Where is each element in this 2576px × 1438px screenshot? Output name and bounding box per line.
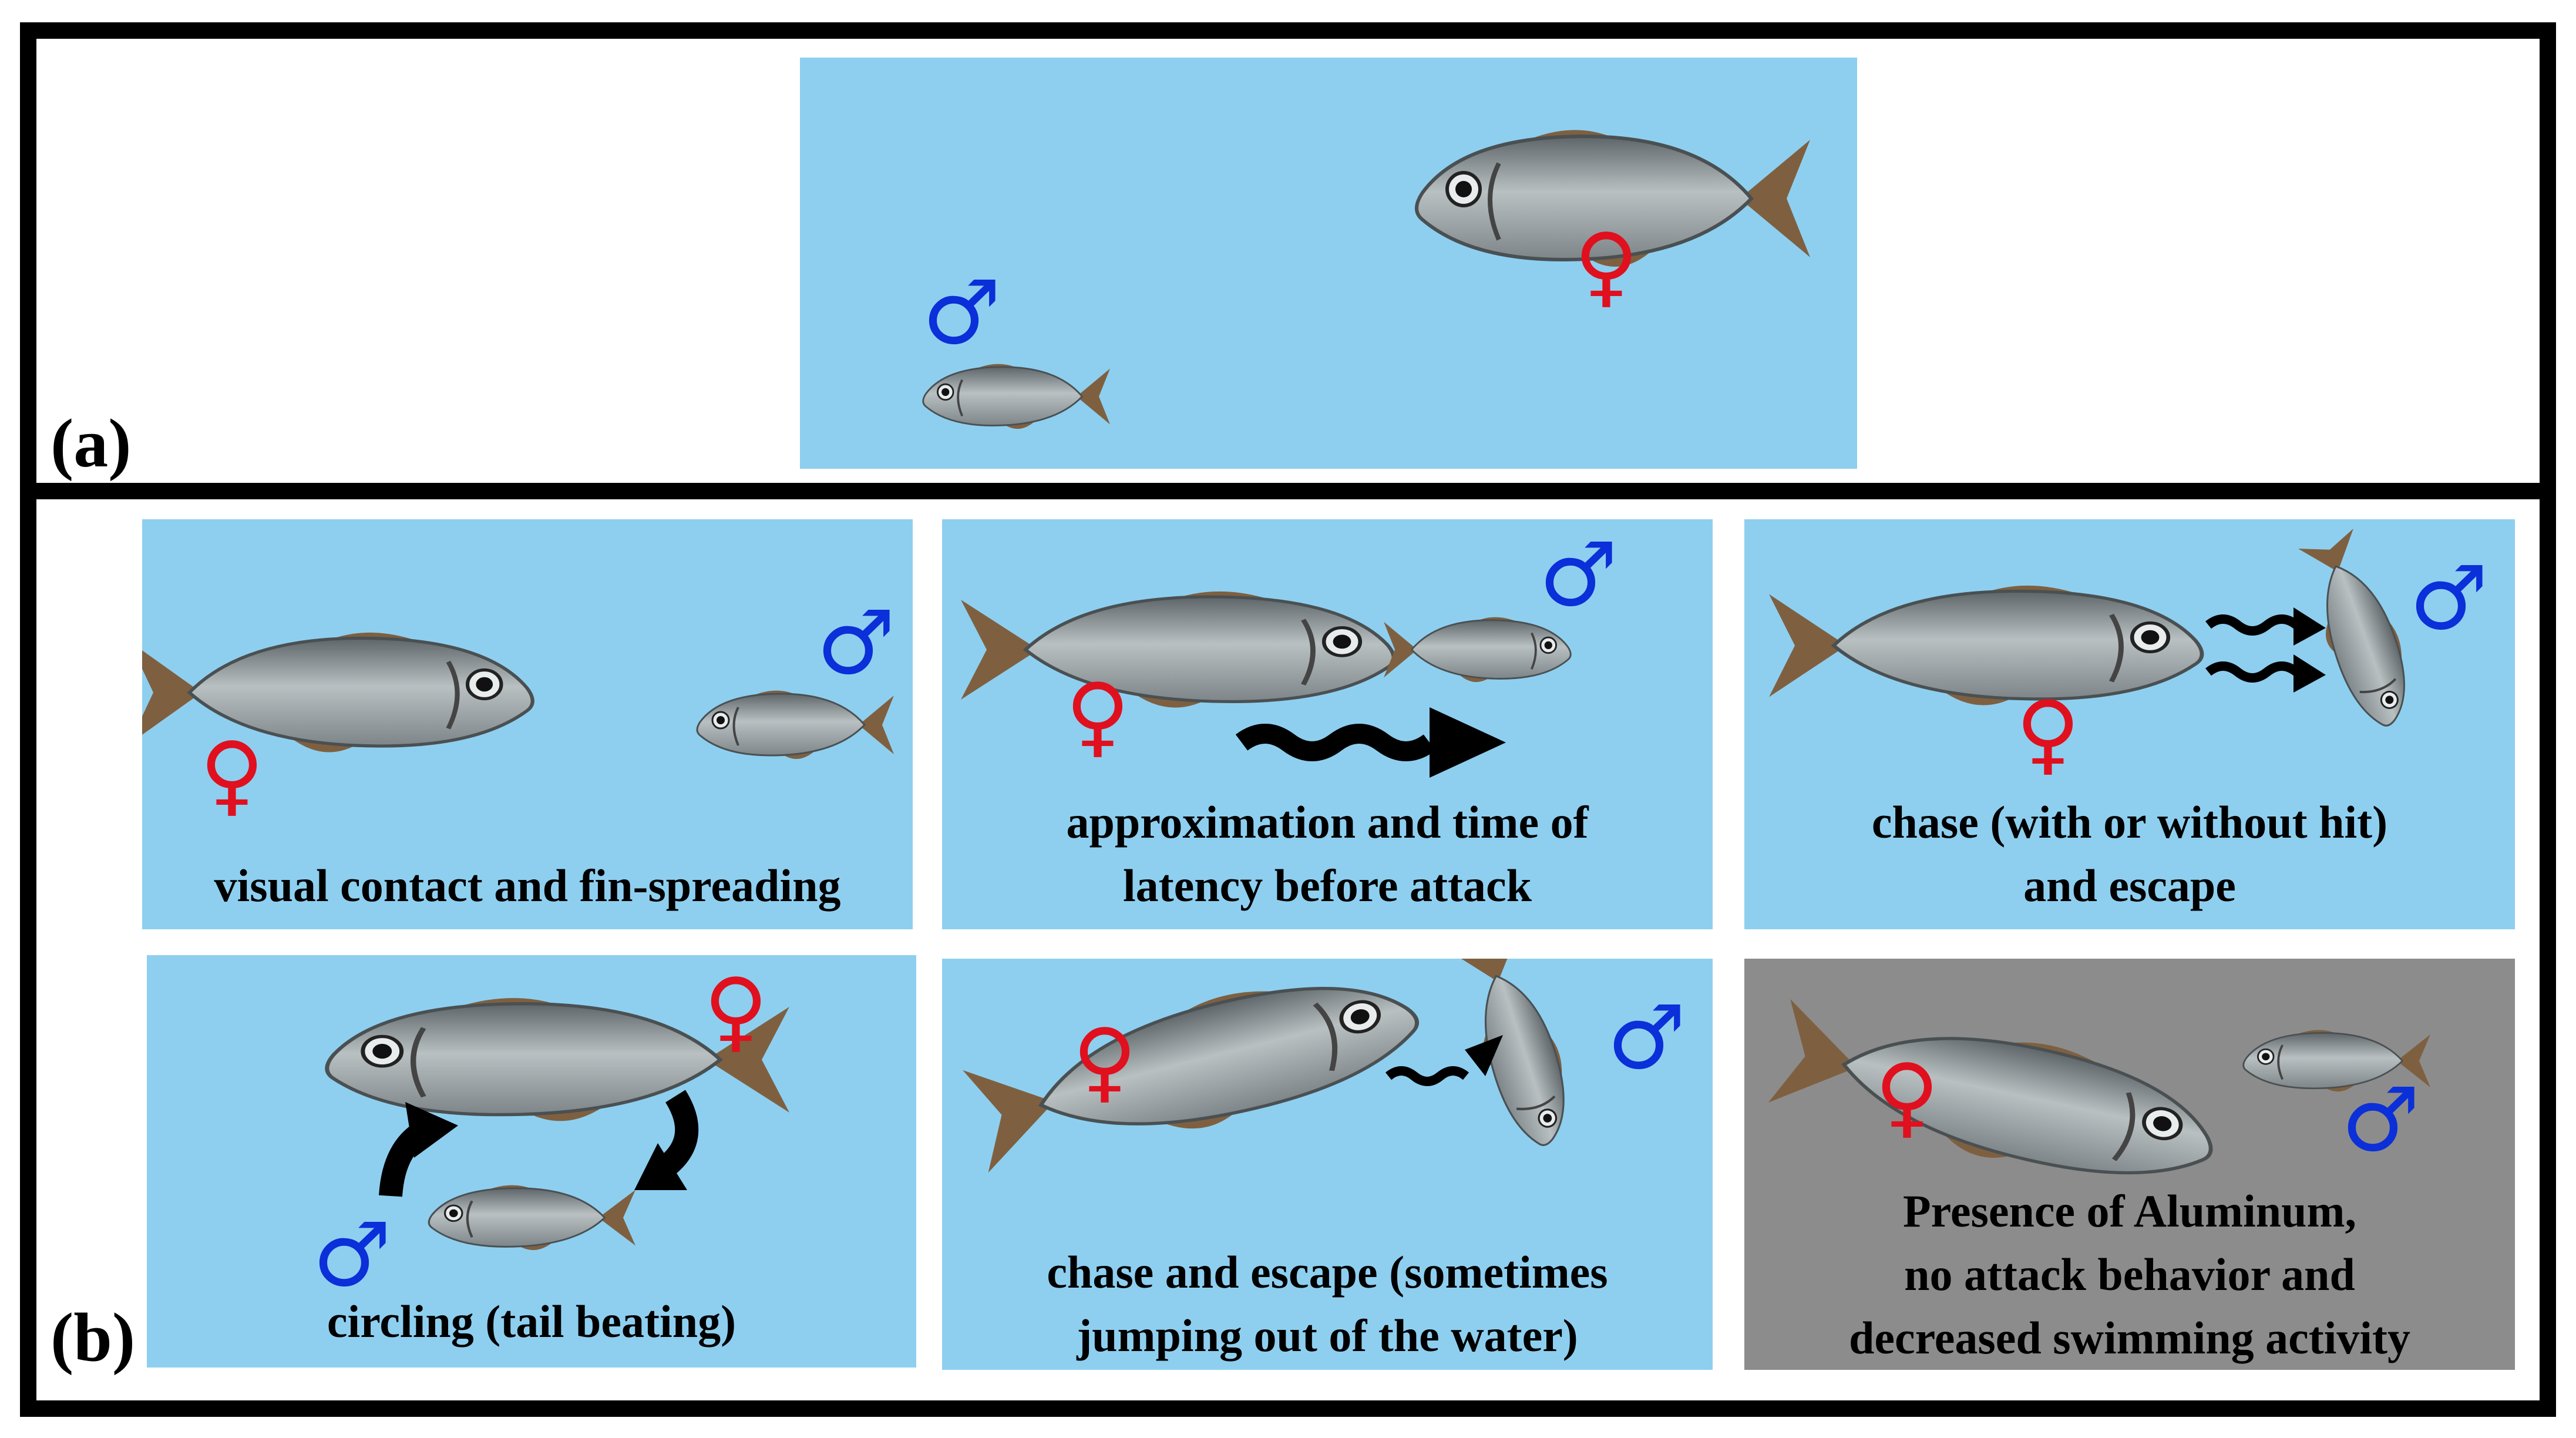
male-symbol: ♂: [2409, 547, 2488, 650]
male-fish: [696, 689, 895, 760]
male-symbol: ♂: [312, 1204, 392, 1306]
chase-arrow-1: [2205, 614, 2299, 636]
female-symbol: ♀: [2016, 683, 2080, 785]
arrow-head: [1465, 1035, 1503, 1076]
panel-4-caption: circling (tail beating): [147, 1290, 916, 1353]
caption-line: no attack behavior and: [1904, 1249, 2355, 1300]
panel-4-scene: [147, 955, 916, 1368]
female-symbol: ♀: [1065, 665, 1130, 767]
panel-3-caption: chase (with or without hit) and escape: [1744, 791, 2515, 918]
male-symbol: ♂: [1539, 524, 1618, 626]
label-a: (a): [51, 405, 132, 482]
panel-circling: ♀ ♂ circling (tail beating): [147, 955, 916, 1368]
panel-5-caption: chase and escape (sometimes jumping out …: [942, 1241, 1713, 1368]
female-symbol: ♀: [1875, 1046, 1939, 1148]
male-symbol: ♂: [1607, 987, 1686, 1089]
panel-chase: ♀ ♂ chase (with or without hit) and esca…: [1744, 519, 2515, 929]
arrow-head: [2293, 654, 2326, 693]
panel-2-scene: [942, 519, 1572, 778]
female-fish: [961, 592, 1394, 708]
male-symbol: ♂: [922, 262, 1001, 364]
female-symbol: ♀: [704, 960, 768, 1062]
panel-a: ♀ ♂: [800, 58, 1857, 469]
panel-1-caption: visual contact and fin-spreading: [142, 854, 913, 918]
female-symbol: ♀: [1072, 1010, 1137, 1113]
caption-line: decreased swimming activity: [1848, 1312, 2411, 1363]
female-symbol: ♀: [1574, 215, 1639, 317]
panel-jumping: ♀ ♂ chase and escape (sometimes jumping …: [942, 959, 1713, 1370]
label-b: (b): [51, 1299, 136, 1376]
arrow-head: [1430, 707, 1506, 778]
panel-3-scene: [1744, 525, 2427, 737]
caption-line: jumping out of the water): [1077, 1310, 1578, 1361]
approach-arrow: [1235, 724, 1436, 761]
panel-6-caption: Presence of Aluminum, no attack behavior…: [1744, 1180, 2515, 1370]
caption-line: circling (tail beating): [327, 1296, 737, 1347]
panel-approximation: ♀ ♂ approximation and time of latency be…: [942, 519, 1713, 929]
caption-line: and escape: [2023, 860, 2236, 911]
male-fish: [1383, 616, 1572, 683]
caption-line: chase and escape (sometimes: [1047, 1247, 1608, 1298]
male-symbol: ♂: [816, 592, 896, 694]
jump-arrow: [1385, 1066, 1469, 1086]
caption-line: visual contact and fin-spreading: [214, 860, 841, 911]
panel-aluminum: ♀ ♂ Presence of Aluminum, no attack beha…: [1744, 959, 2515, 1370]
male-symbol: ♂: [2341, 1069, 2420, 1171]
panel-2-caption: approximation and time of latency before…: [942, 791, 1713, 918]
caption-line: approximation and time of: [1066, 797, 1589, 848]
male-fish: [429, 1185, 635, 1251]
female-fish: [960, 959, 1429, 1181]
caption-line: latency before attack: [1122, 860, 1532, 911]
caption-line: Presence of Aluminum,: [1902, 1185, 2356, 1237]
caption-line: chase (with or without hit): [1871, 797, 2388, 848]
panel-visual-contact: ♀ ♂ visual contact and fin-spreading: [142, 519, 913, 929]
chase-arrow-2: [2205, 661, 2299, 683]
female-symbol: ♀: [200, 724, 264, 826]
female-fish: [1769, 586, 2202, 705]
panel-5-scene: [942, 959, 1713, 1370]
arrow-head: [2293, 607, 2326, 646]
arrow-head: [634, 1143, 687, 1190]
female-fish: [1767, 990, 2225, 1203]
male-fish: [922, 362, 1111, 430]
arrow-head: [405, 1102, 458, 1158]
